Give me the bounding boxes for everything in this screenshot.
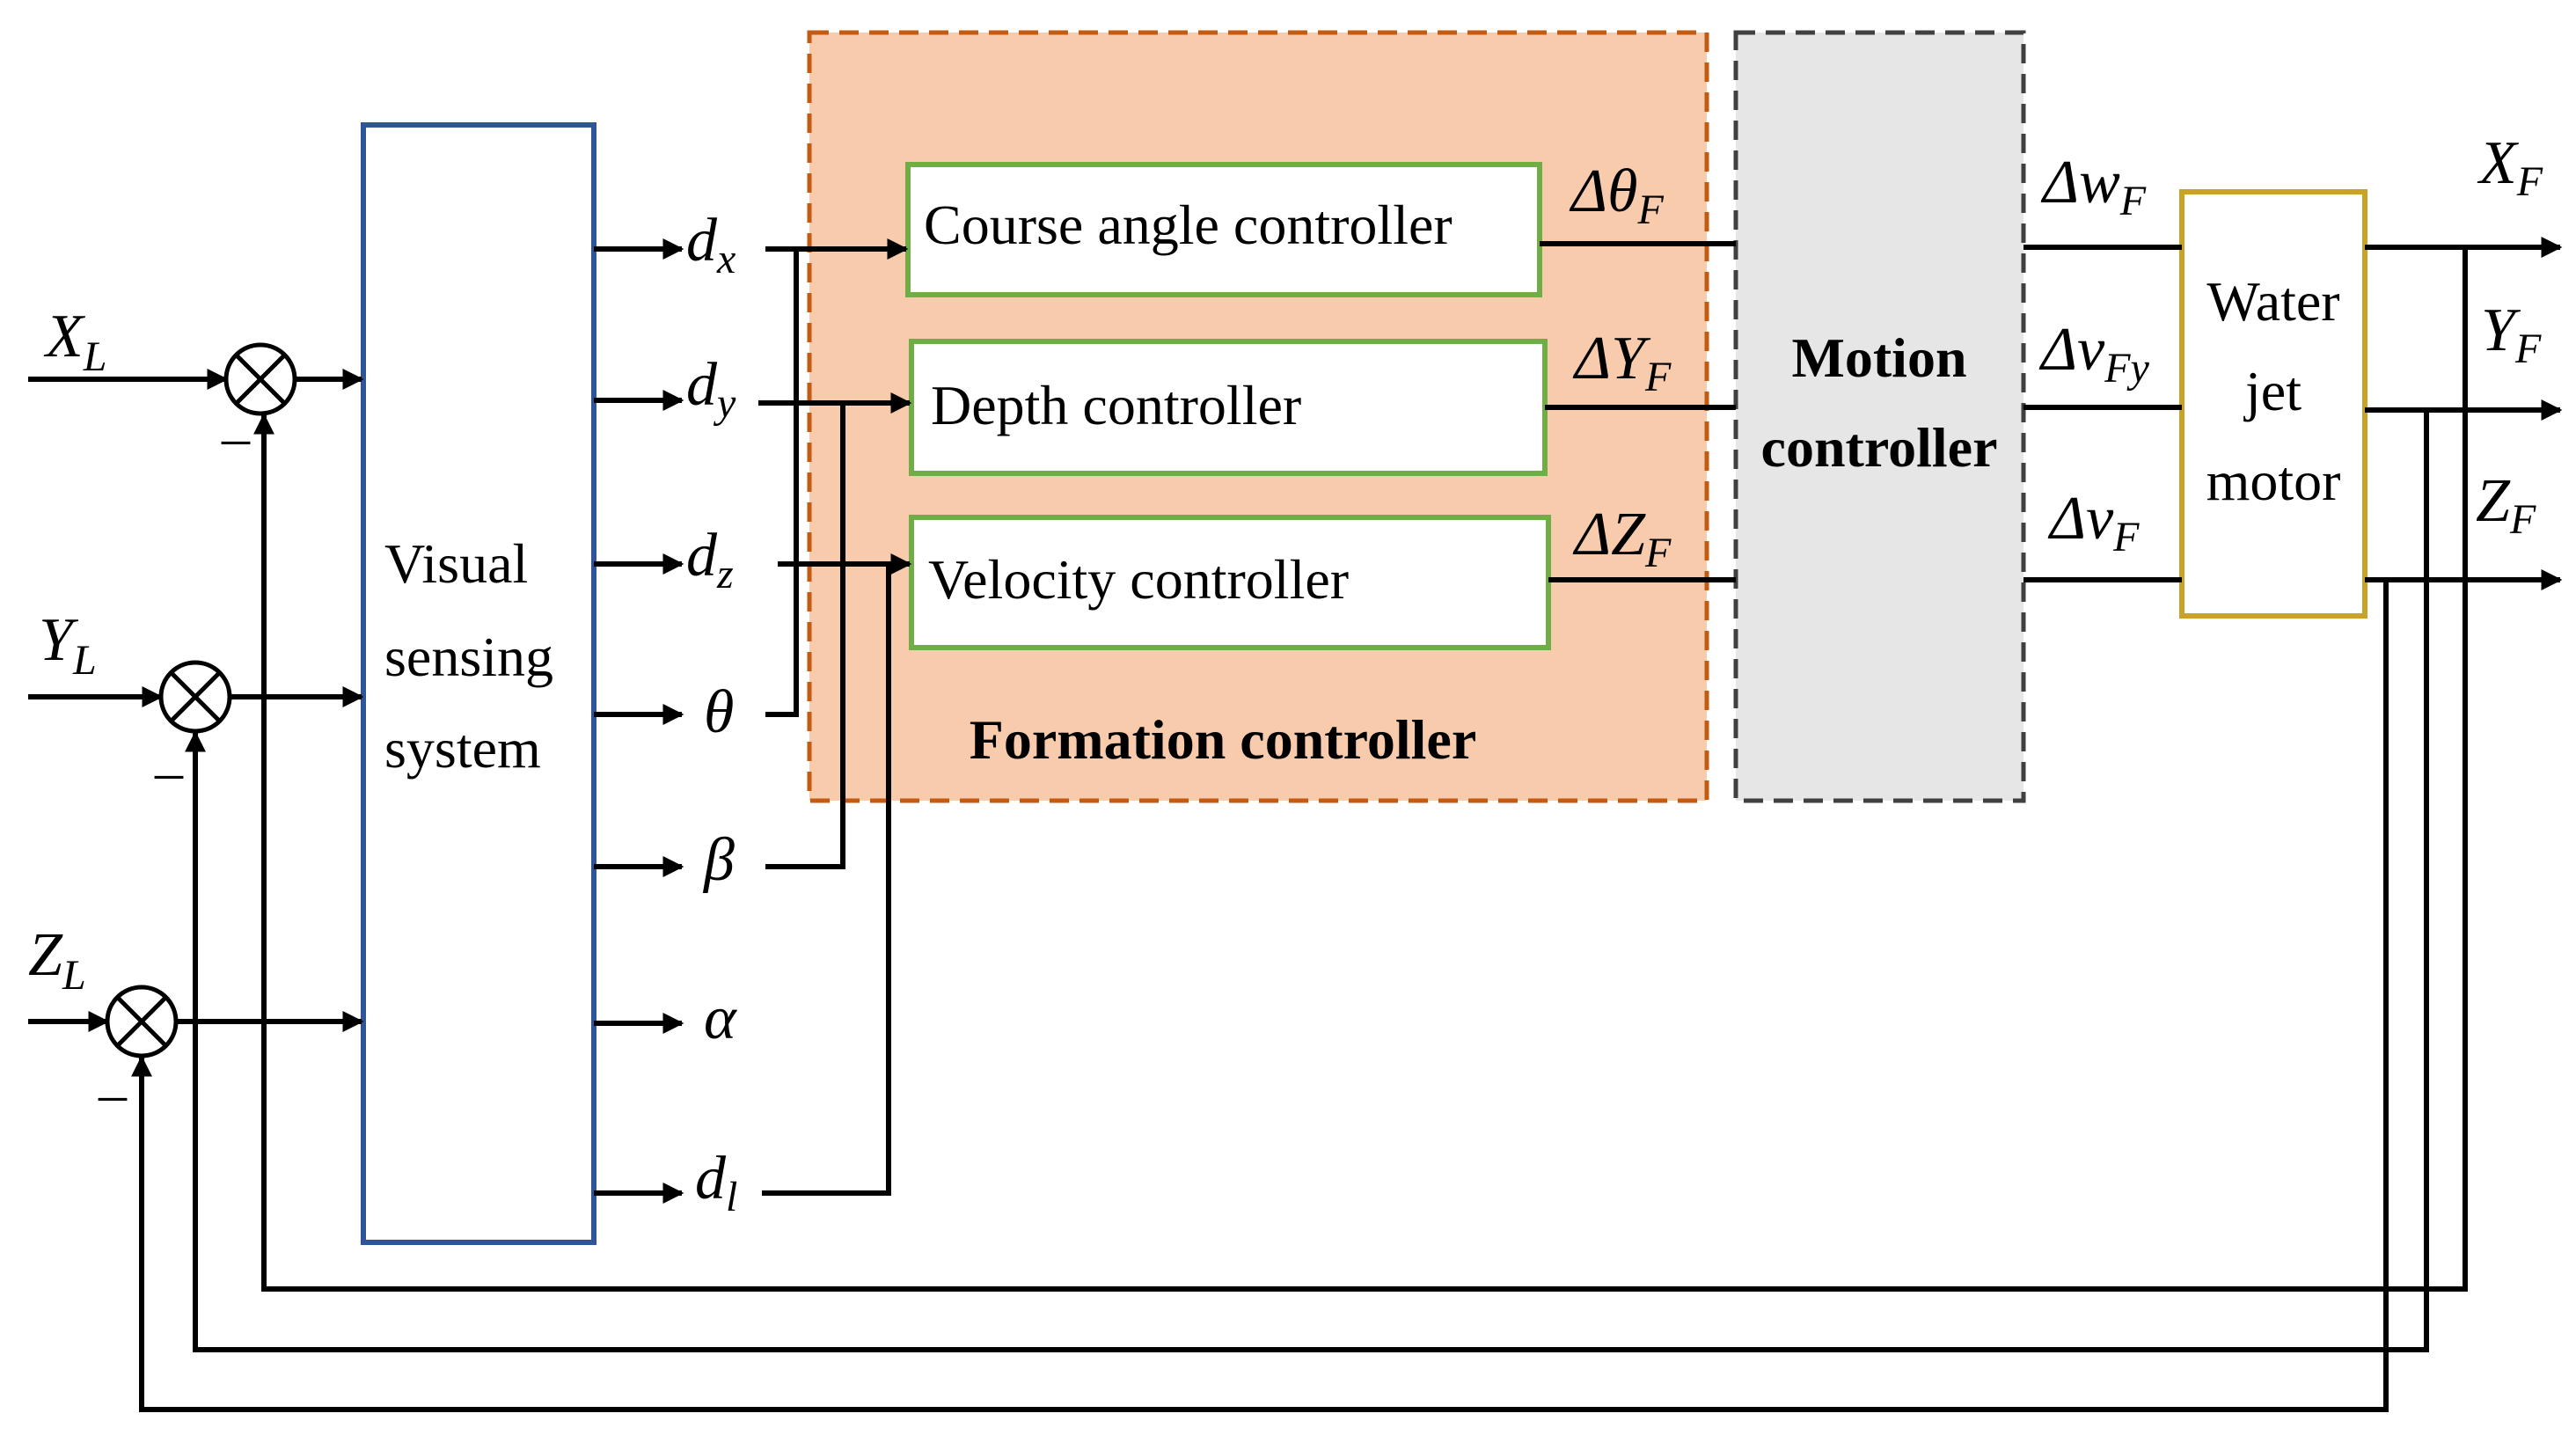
dz-f-label: ΔZF (1572, 501, 1672, 576)
formation-controller-label: Formation controller (970, 708, 1476, 771)
water-jet-label-2: jet (2243, 360, 2302, 422)
beta-label: β (702, 826, 735, 894)
visual-sensing-label-3: system (384, 717, 541, 780)
motion-controller-label-1: Motion (1791, 326, 1966, 389)
motion-controller-label-2: controller (1761, 416, 1998, 479)
dtheta-f-label: ΔθF (1569, 157, 1664, 233)
minus-sign-x: – (221, 406, 251, 468)
sum-junction-y (158, 660, 232, 734)
dw-f-label: ΔwF (2040, 149, 2147, 224)
course-angle-controller-block (905, 162, 1542, 297)
velocity-controller-label: Velocity controller (928, 548, 1349, 611)
dy-label: dy (686, 351, 736, 427)
velocity-controller-block (909, 515, 1551, 650)
input-z-label: ZL (28, 921, 86, 999)
depth-controller-block (909, 339, 1548, 476)
visual-sensing-label-2: sensing (384, 626, 553, 688)
theta-label: θ (704, 678, 734, 746)
output-x-label: XF (2477, 129, 2543, 205)
motion-controller-block (1733, 30, 2026, 803)
input-y-label: YL (39, 606, 97, 684)
output-z-label: ZF (2476, 467, 2536, 543)
dy-f-label: ΔYF (1572, 325, 1672, 400)
output-y-label: YF (2481, 297, 2542, 372)
water-jet-label-3: motor (2206, 450, 2341, 512)
sum-junction-z (105, 985, 179, 1058)
depth-controller-label: Depth controller (931, 374, 1301, 436)
dl-label: dl (695, 1145, 737, 1220)
minus-sign-z: – (98, 1062, 128, 1124)
water-jet-motor-block (2179, 189, 2367, 619)
dv-f-label: ΔvF (2047, 485, 2140, 560)
visual-sensing-block (361, 122, 596, 1245)
wiring (28, 237, 2563, 1412)
alpha-label: α (704, 985, 737, 1052)
water-jet-label-1: Water (2206, 270, 2339, 333)
course-angle-controller-label: Course angle controller (924, 194, 1453, 256)
minus-sign-y: – (154, 740, 184, 802)
input-x-label: XL (43, 303, 106, 380)
dz-label: dz (686, 522, 734, 597)
dx-label: dx (686, 207, 735, 282)
dv-fy-label: ΔvFy (2038, 316, 2149, 392)
sum-junction-x (223, 342, 297, 416)
visual-sensing-label-1: Visual (384, 532, 528, 595)
